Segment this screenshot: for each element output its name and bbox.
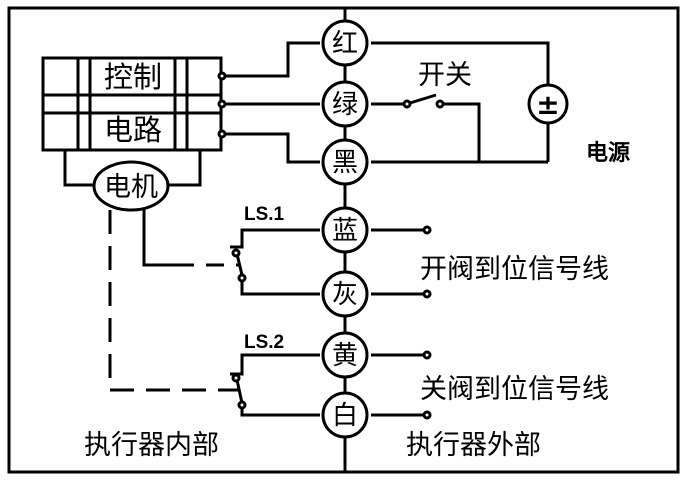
wire-circle-red (321, 19, 369, 67)
power-symbol: ± (536, 88, 559, 121)
motor-ellipse (92, 160, 170, 212)
wire-circle-black (321, 138, 369, 186)
wire-label-black: 黑 (332, 148, 358, 178)
motor-label: 电机 (104, 172, 158, 203)
wire-label-red: 红 (332, 29, 358, 59)
close-signal-label: 关阀到位信号线 (420, 374, 609, 405)
wire-label-gray: 灰 (332, 280, 358, 310)
switch-label: 开关 (418, 60, 472, 91)
wire-circle-gray (321, 270, 369, 318)
open-signal-label: 开阀到位信号线 (420, 254, 609, 285)
wire-label-yellow: 黄 (332, 341, 358, 371)
wire-label-white: 白 (332, 401, 358, 431)
control-label: 控制 (104, 60, 162, 94)
wire-circle-white (321, 391, 369, 439)
circuit-label: 电路 (104, 113, 162, 147)
switch-blade (409, 93, 437, 105)
wire-circle-green (321, 80, 369, 128)
ls2-label: LS.2 (244, 332, 284, 353)
ls1-label: LS.1 (244, 204, 285, 225)
wire-circle-blue (321, 206, 369, 254)
outside-section-label: 执行器外部 (406, 430, 541, 461)
control-circuit-box (41, 56, 223, 152)
wire-circle-yellow (321, 331, 369, 379)
inside-section-label: 执行器内部 (84, 430, 219, 461)
power-label: 电源 (586, 141, 630, 166)
wire-label-green: 绿 (332, 90, 358, 120)
wire-label-blue: 蓝 (332, 216, 358, 246)
